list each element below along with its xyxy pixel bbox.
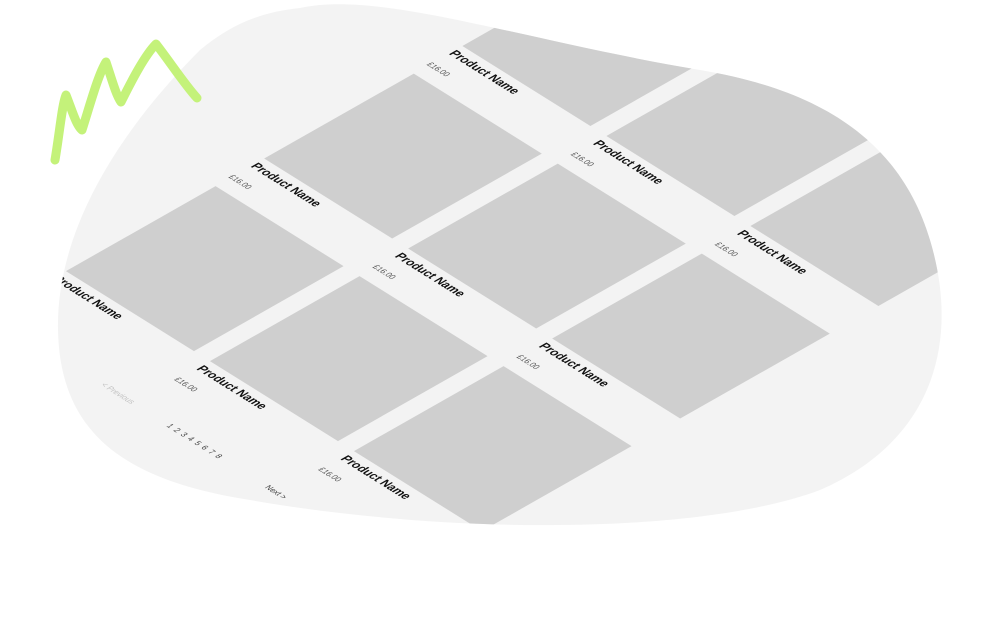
decorative-scribble — [50, 39, 202, 165]
